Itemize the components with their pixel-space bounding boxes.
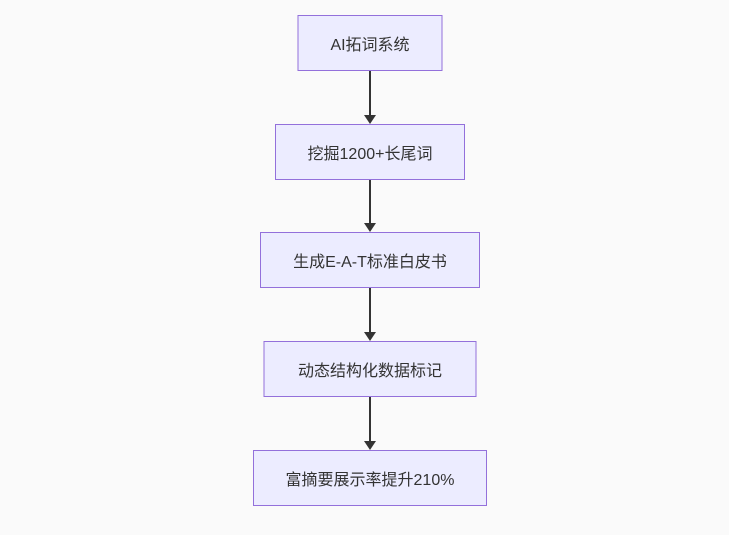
flow-node-longtail-mining: 挖掘1200+长尾词 xyxy=(275,124,465,180)
arrow-line xyxy=(369,288,371,332)
flow-node-label: 动态结构化数据标记 xyxy=(297,363,442,380)
flow-edge-2 xyxy=(364,180,376,232)
flow-edge-1 xyxy=(364,71,376,124)
arrow-line xyxy=(369,397,371,441)
arrowhead-down-icon xyxy=(364,115,376,124)
arrowhead-down-icon xyxy=(364,332,376,341)
arrowhead-down-icon xyxy=(364,441,376,450)
flow-edge-3 xyxy=(364,288,376,341)
arrowhead-down-icon xyxy=(364,223,376,232)
flow-node-label: 生成E-A-T标准白皮书 xyxy=(293,254,447,271)
flow-node-label: AI拓词系统 xyxy=(330,37,410,54)
flow-node-label: 富摘要展示率提升210% xyxy=(285,472,455,489)
flow-node-ai-word-system: AI拓词系统 xyxy=(297,15,443,71)
flow-node-label: 挖掘1200+长尾词 xyxy=(307,146,433,163)
arrow-line xyxy=(369,180,371,223)
flow-node-eat-whitepaper: 生成E-A-T标准白皮书 xyxy=(260,232,480,288)
flow-node-structured-data: 动态结构化数据标记 xyxy=(263,341,477,397)
arrow-line xyxy=(369,71,371,115)
flow-edge-4 xyxy=(364,397,376,450)
flow-node-rich-snippet-result: 富摘要展示率提升210% xyxy=(253,450,487,506)
